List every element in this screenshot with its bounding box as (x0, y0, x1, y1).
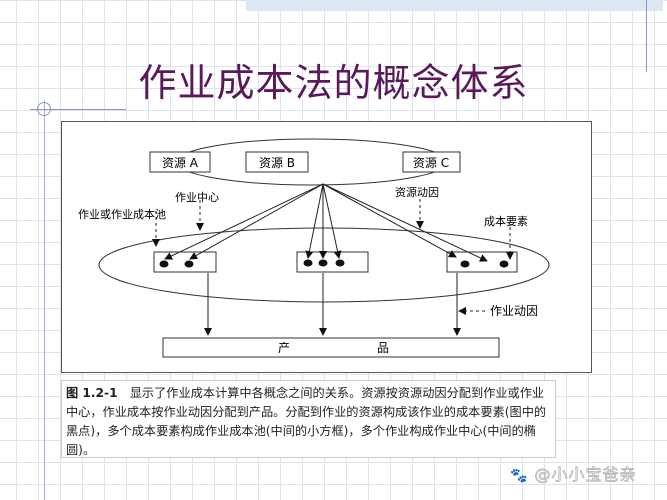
baidu-paw-icon: 🐾 (510, 468, 529, 485)
right-rule (646, 0, 647, 72)
resource-allocation-arrows (164, 183, 488, 262)
resource-b-label: 资源 B (259, 156, 295, 170)
product-label-char1: 产 (278, 341, 290, 355)
cost-element-dot (159, 260, 169, 268)
watermark: 🐾 @小小宝爸亲 (510, 461, 637, 485)
figure-number: 图 1.2-1 (66, 386, 118, 400)
diagram-canvas: 资源 A 资源 B 资源 C (78, 138, 550, 358)
margin-circle-icon (37, 102, 51, 116)
slide-title: 作业成本法的概念体系 (138, 61, 529, 105)
cost-element-dot (318, 259, 328, 267)
figure-caption: 图 1.2-1 显示了作业成本计算中各概念之间的关系。资源按资源动因分配到作业或… (61, 380, 556, 458)
header-band (246, 0, 663, 11)
cost-element-dot (335, 259, 345, 267)
cost-element-dot (460, 260, 470, 268)
product-bar (162, 337, 500, 358)
label-cost-element: 成本要素 (484, 214, 528, 228)
resource-box-a: 资源 A (149, 151, 211, 173)
watermark-text: @小小宝爸亲 (534, 465, 637, 485)
resource-c-label: 资源 C (413, 156, 449, 170)
margin-rule-vertical (44, 100, 45, 500)
cost-element-dot (184, 260, 194, 268)
product-label-char2: 品 (377, 341, 389, 355)
label-activity-pool: 作业或作业成本池 (78, 207, 166, 221)
label-resource-driver: 资源动因 (395, 185, 439, 199)
cost-element-dot (303, 259, 313, 267)
resource-a-label: 资源 A (162, 156, 199, 170)
activity-pool-2 (296, 251, 369, 273)
activity-center-ellipse (98, 227, 550, 303)
resource-box-c: 资源 C (402, 151, 461, 173)
cost-element-dot (499, 260, 509, 268)
label-activity-center: 作业中心 (175, 191, 219, 204)
resource-box-b: 资源 B (245, 151, 309, 173)
label-activity-driver: 作业动因 (490, 304, 538, 318)
activity-allocation-arrows (204, 273, 461, 336)
concept-diagram: 资源 A 资源 B 资源 C (61, 121, 592, 373)
margin-rule-horizontal (30, 109, 126, 110)
caption-text: 显示了作业成本计算中各概念之间的关系。资源按资源动因分配到作业或作业中心，作业成… (66, 386, 547, 457)
